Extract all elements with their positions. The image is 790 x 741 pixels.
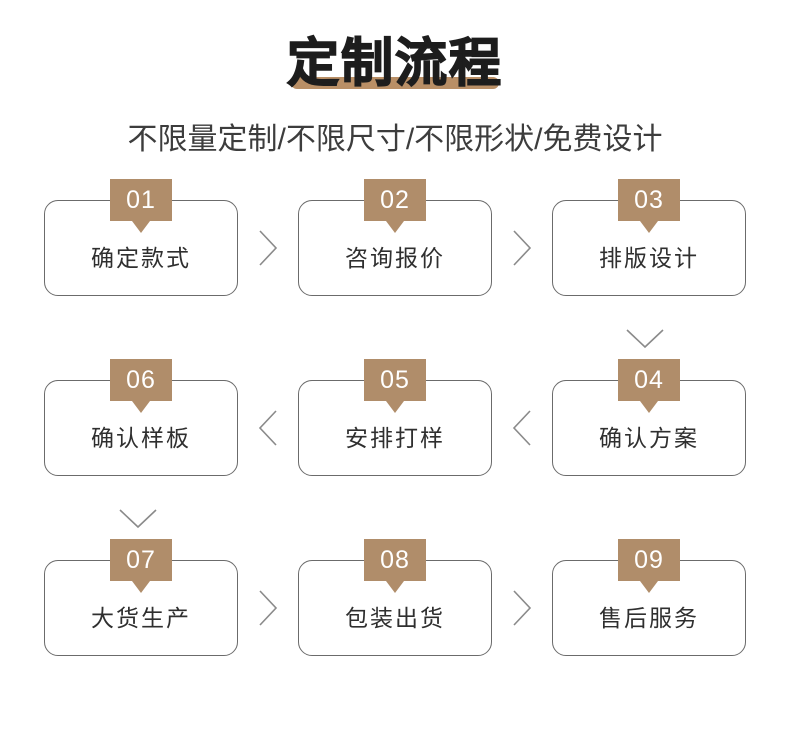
chevron-left-icon (512, 410, 531, 446)
step-label: 大货生产 (91, 605, 191, 631)
step-number: 04 (634, 365, 664, 394)
flow-step-01[interactable]: 确定款式 01 (44, 179, 238, 296)
chevron-right-icon (513, 230, 532, 266)
connector-03-to-04 (615, 318, 675, 358)
flow-step-09[interactable]: 售后服务 09 (552, 539, 746, 656)
step-card[interactable]: 确认方案 (552, 380, 746, 476)
step-number: 09 (634, 545, 664, 574)
step-card[interactable]: 大货生产 (44, 560, 238, 656)
step-card[interactable]: 确认样板 (44, 380, 238, 476)
chevron-right-icon (259, 590, 278, 626)
row-gap-2 (0, 476, 790, 560)
flow-step-03[interactable]: 排版设计 03 (552, 179, 746, 296)
flow-step-02[interactable]: 咨询报价 02 (298, 179, 492, 296)
chevron-right-icon (259, 230, 278, 266)
flow-step-07[interactable]: 大货生产 07 (44, 539, 238, 656)
chevron-right-icon (513, 590, 532, 626)
flow-row-2: 确认样板 06 安排打样 05 确认方案 (0, 359, 790, 476)
page-subtitle: 不限量定制/不限尺寸/不限形状/免费设计 (127, 123, 663, 156)
connector-07-to-08 (238, 587, 298, 629)
connector-05-to-06 (238, 407, 298, 449)
step-label: 确认样板 (91, 425, 191, 451)
flow-step-05[interactable]: 安排打样 05 (298, 359, 492, 476)
step-number-badge: 02 (364, 179, 426, 221)
chevron-down-icon (119, 509, 157, 529)
connector-06-to-07 (108, 498, 168, 538)
step-number-badge: 08 (364, 539, 426, 581)
step-number: 02 (380, 185, 410, 214)
connector-02-to-03 (492, 227, 552, 269)
page-title-text: 定制流程 (286, 34, 503, 94)
flow-step-04[interactable]: 确认方案 04 (552, 359, 746, 476)
step-label: 咨询报价 (345, 245, 445, 271)
step-number-badge: 09 (618, 539, 680, 581)
connector-08-to-09 (492, 587, 552, 629)
step-label: 包装出货 (345, 605, 445, 631)
step-number: 05 (380, 365, 410, 394)
step-number-badge: 05 (364, 359, 426, 401)
flow-step-08[interactable]: 包装出货 08 (298, 539, 492, 656)
flow-row-1: 确定款式 01 咨询报价 02 排版设计 (0, 179, 790, 296)
flow-step-06[interactable]: 确认样板 06 (44, 359, 238, 476)
step-number-badge: 07 (110, 539, 172, 581)
step-label: 安排打样 (345, 425, 445, 451)
step-label: 确定款式 (91, 245, 191, 271)
step-label: 售后服务 (599, 605, 699, 631)
step-label: 确认方案 (599, 425, 699, 451)
row-gap-1 (0, 296, 790, 380)
step-number: 07 (126, 545, 156, 574)
step-card[interactable]: 确定款式 (44, 200, 238, 296)
step-number: 01 (126, 185, 156, 214)
process-flow-diagram: 确定款式 01 咨询报价 02 排版设计 (0, 179, 790, 656)
page-header: 定制流程 不限量定制/不限尺寸/不限形状/免费设计 (0, 0, 790, 158)
step-number: 03 (634, 185, 664, 214)
step-number: 08 (380, 545, 410, 574)
connector-04-to-05 (492, 407, 552, 449)
title-underline-bar (290, 77, 499, 89)
step-label: 排版设计 (599, 245, 699, 271)
step-number-badge: 04 (618, 359, 680, 401)
step-number-badge: 01 (110, 179, 172, 221)
chevron-down-icon (626, 329, 664, 349)
step-number: 06 (126, 365, 156, 394)
page-title: 定制流程 (286, 37, 503, 91)
step-number-badge: 06 (110, 359, 172, 401)
flow-row-3: 大货生产 07 包装出货 08 售后服务 (0, 539, 790, 656)
step-number-badge: 03 (618, 179, 680, 221)
chevron-left-icon (258, 410, 277, 446)
connector-01-to-02 (238, 227, 298, 269)
